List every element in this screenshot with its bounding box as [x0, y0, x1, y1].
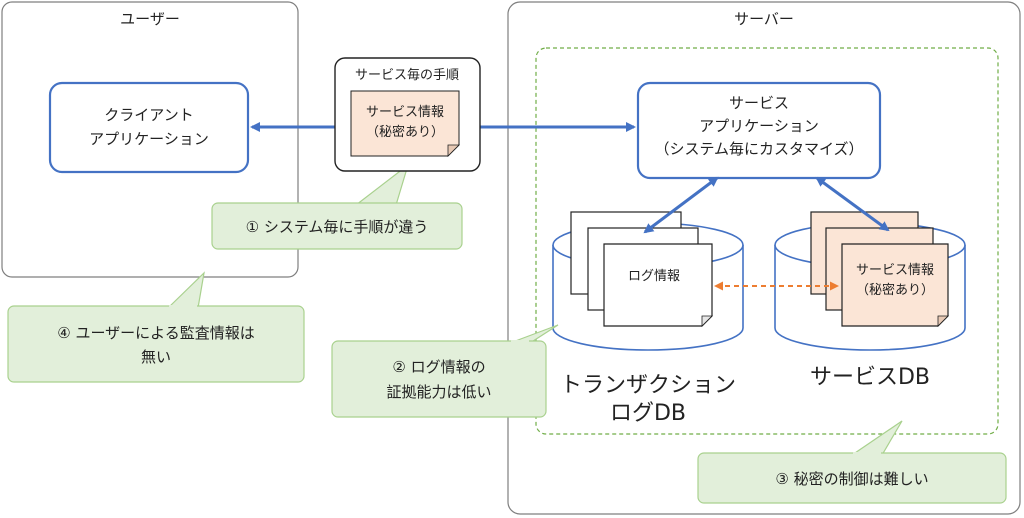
callout-2 [331, 324, 559, 418]
service-app-line-3: （システム毎にカスタマイズ） [654, 140, 863, 158]
procedure-secret-line-1: サービス情報 [366, 105, 444, 120]
client-app-line-2: アプリケーション [89, 130, 209, 148]
server-zone [507, 1, 1021, 515]
log-db-name-line-2: ログDB [610, 401, 686, 426]
service-app-line-2: アプリケーション [699, 117, 819, 135]
arrow-app-to-service-db [815, 176, 890, 232]
callout-1-box [211, 202, 463, 250]
service-app-box [636, 81, 882, 180]
client-app-box [48, 81, 250, 174]
callout-3 [697, 420, 1007, 504]
callout-3-text: ③ 秘密の制御は難しい [775, 470, 928, 488]
arrow-app-to-log-db [643, 176, 719, 234]
service-doc-line-2: （秘密あり） [856, 282, 934, 298]
service-doc-line-1: サービス情報 [856, 263, 934, 278]
client-app-line-1: クライアント [104, 106, 193, 124]
log-document-stack [570, 211, 713, 327]
callout-2-line-1: ② ログ情報の [392, 358, 485, 376]
service-db-name: サービスDB [810, 365, 930, 390]
callout-4 [7, 271, 305, 383]
customization-boundary [535, 47, 999, 435]
server-zone-title: サーバー [734, 10, 794, 28]
user-zone-title: ユーザー [120, 10, 180, 28]
procedure-note-fold [447, 144, 460, 157]
procedure-secret-note [350, 90, 460, 157]
log-db-name-line-1: トランザクション [560, 373, 736, 398]
procedure-secret-line-2: （秘密あり） [366, 124, 444, 140]
callout-4-line-1: ④ ユーザーによる監査情報は [57, 324, 254, 342]
callout-4-line-2: 無い [141, 348, 171, 366]
procedure-title: サービス毎の手順 [355, 67, 459, 83]
callout-2-line-2: 証拠能力は低い [386, 383, 491, 401]
log-doc-label: ログ情報 [628, 269, 680, 284]
callout-1-text: ① システム毎に手順が違う [246, 218, 429, 236]
service-app-line-1: サービス [729, 94, 789, 112]
